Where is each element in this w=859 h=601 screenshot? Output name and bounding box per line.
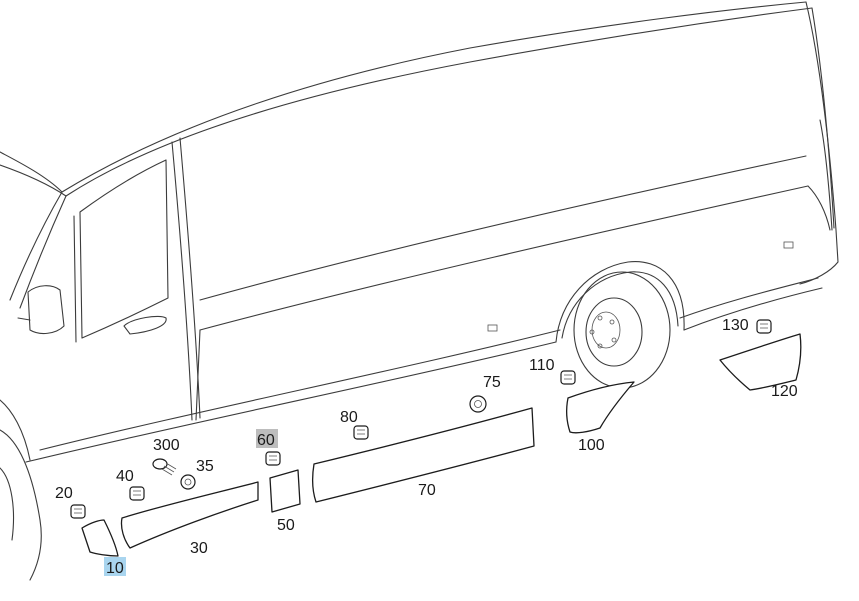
part-75-fastener [469, 395, 487, 413]
part-50-piece [269, 469, 301, 513]
part-60-clip [265, 451, 281, 466]
part-80-clip [353, 425, 369, 440]
van-body-outline [0, 1, 839, 581]
part-20-clip [70, 504, 86, 519]
part-100-piece [566, 381, 635, 434]
part-label-60[interactable]: 60 [257, 432, 275, 449]
part-label-70[interactable]: 70 [418, 482, 436, 499]
part-label-35[interactable]: 35 [196, 458, 214, 475]
part-110-clip [560, 370, 576, 385]
part-label-20[interactable]: 20 [55, 485, 73, 502]
part-label-80[interactable]: 80 [340, 409, 358, 426]
part-35-fastener [180, 474, 196, 490]
part-130-clip [756, 319, 772, 334]
part-label-130[interactable]: 130 [722, 317, 749, 334]
part-10-shape [81, 519, 119, 557]
part-label-100[interactable]: 100 [578, 437, 605, 454]
part-label-30[interactable]: 30 [190, 540, 208, 557]
part-300-screw [152, 458, 177, 476]
part-label-300[interactable]: 300 [153, 437, 180, 454]
part-label-10[interactable]: 10 [106, 560, 124, 577]
part-label-110[interactable]: 110 [529, 357, 555, 374]
part-70-strip [312, 407, 535, 503]
part-30-strip [120, 481, 259, 549]
part-60-highlight [256, 429, 278, 448]
part-10-highlight [104, 557, 126, 576]
part-120-piece [719, 333, 802, 391]
part-40-clip [129, 486, 145, 501]
part-label-40[interactable]: 40 [116, 468, 134, 485]
part-label-50[interactable]: 50 [277, 517, 295, 534]
part-label-120[interactable]: 120 [771, 383, 798, 400]
part-label-75[interactable]: 75 [483, 374, 501, 391]
